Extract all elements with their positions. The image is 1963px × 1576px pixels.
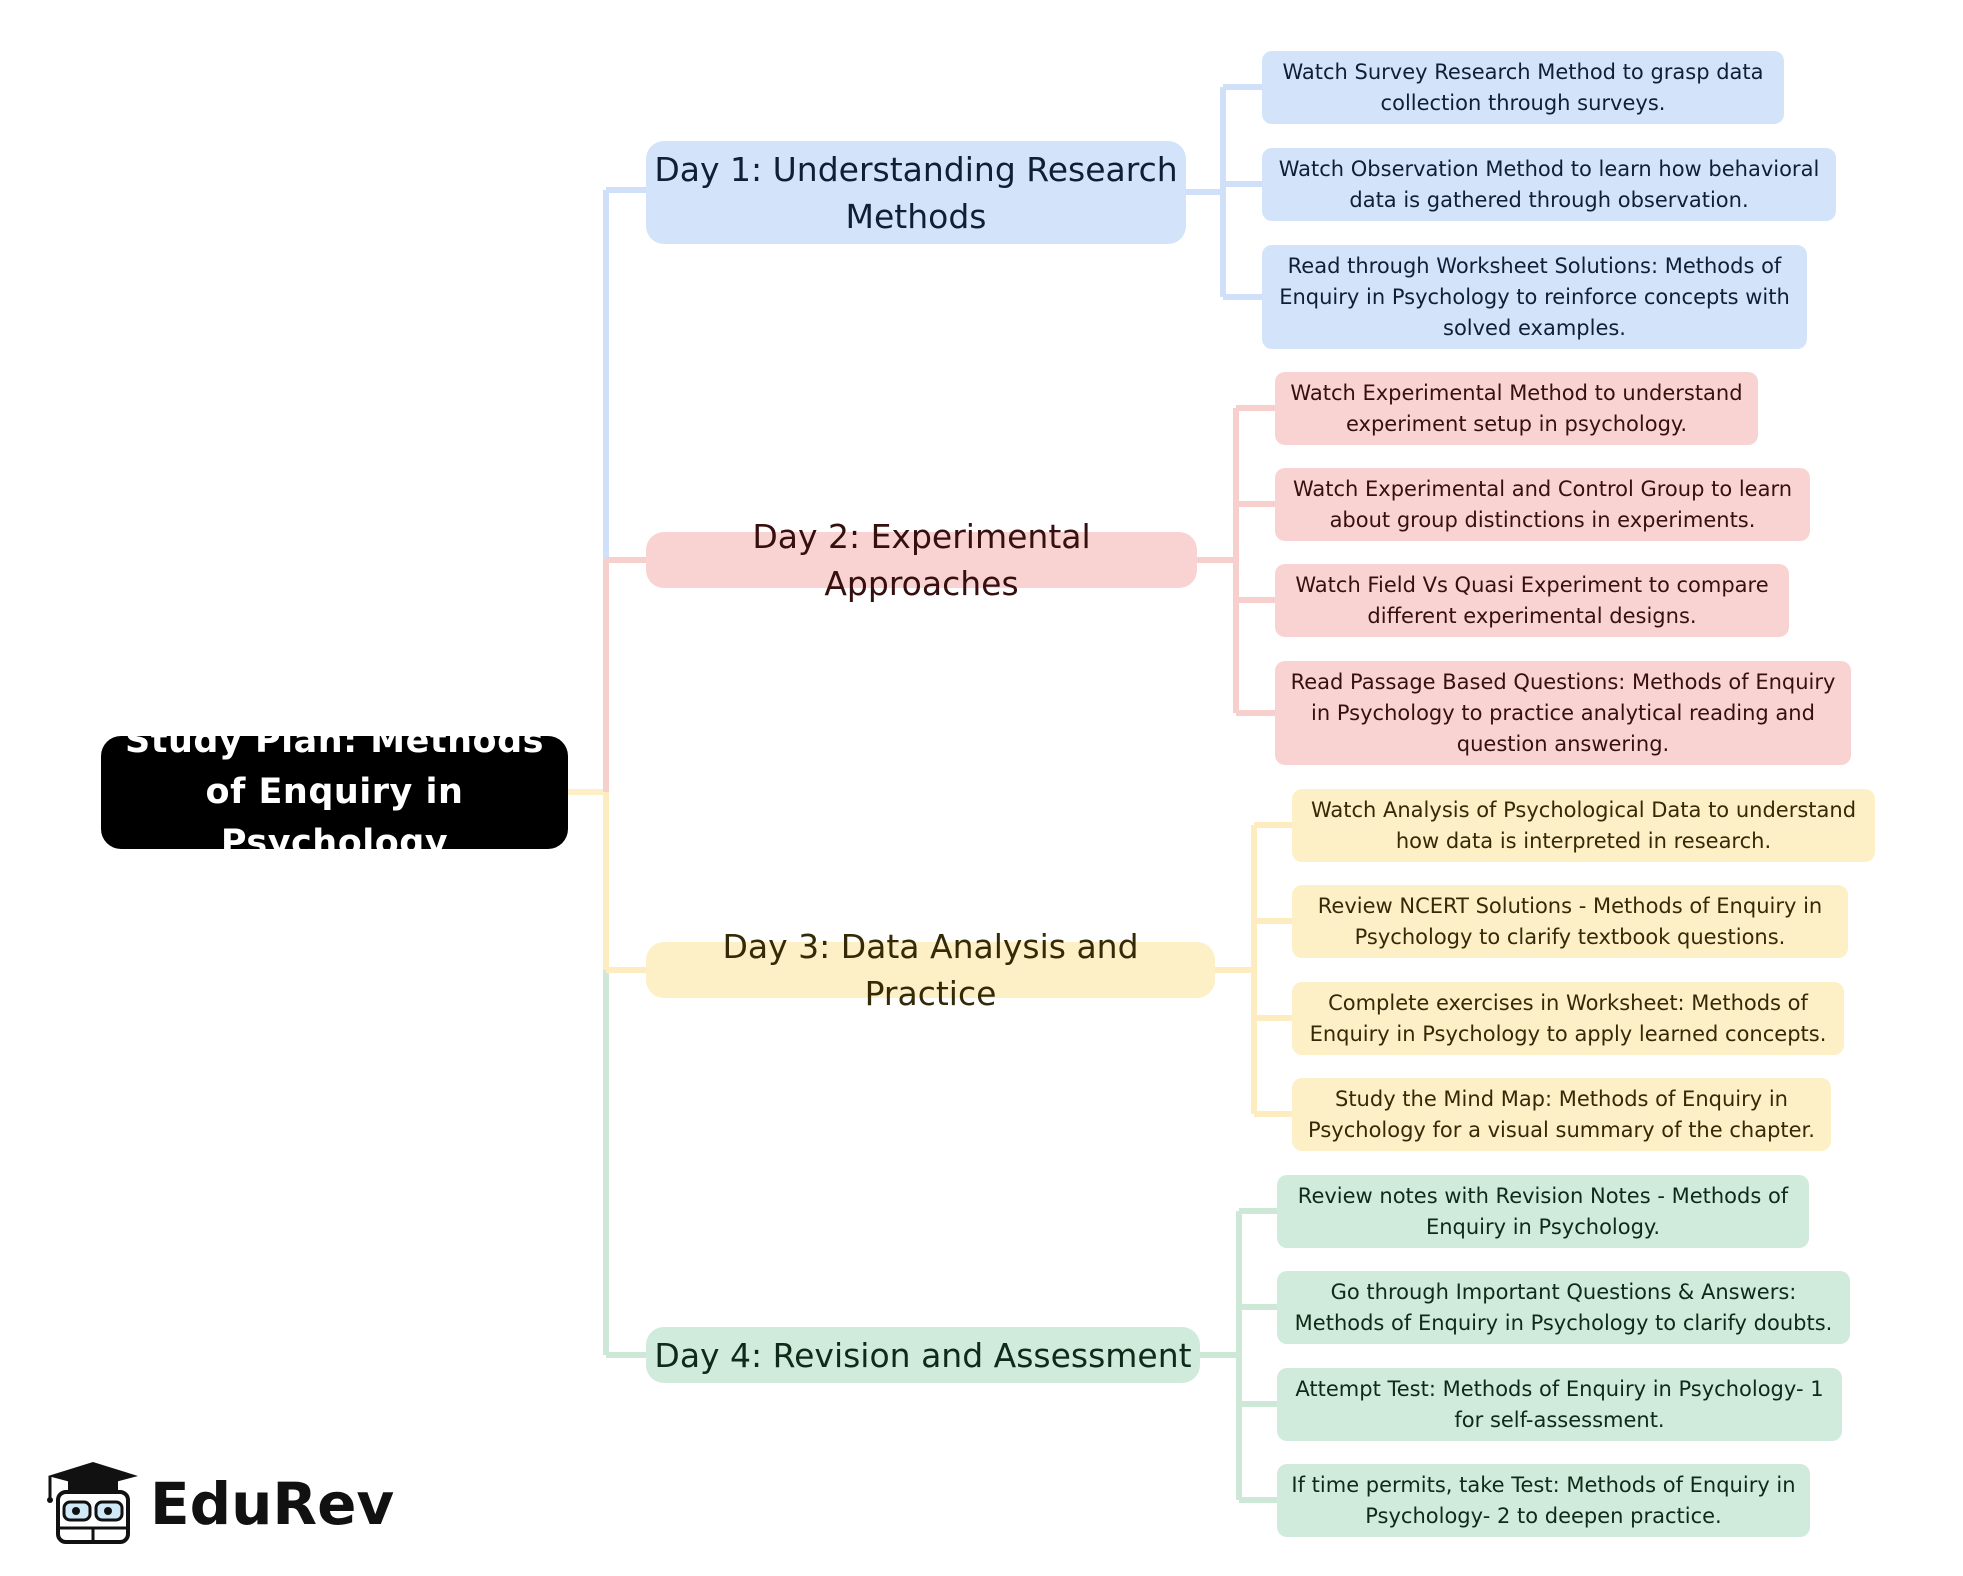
day-2-task-3: Watch Field Vs Quasi Experiment to compa… [1275, 564, 1789, 637]
day-1-task-2: Watch Observation Method to learn how be… [1262, 148, 1836, 221]
day-1-task-1: Watch Survey Research Method to grasp da… [1262, 51, 1784, 124]
day-3-task-1: Watch Analysis of Psychological Data to … [1292, 789, 1875, 862]
day-1-node: Day 1: Understanding Research Methods [646, 141, 1186, 244]
day-4-node: Day 4: Revision and Assessment [646, 1327, 1200, 1383]
day-2-task-2: Watch Experimental and Control Group to … [1275, 468, 1810, 541]
brand-name: EduRev [150, 1470, 395, 1538]
day-2-node: Day 2: Experimental Approaches [646, 517, 1197, 603]
day-3-task-3: Complete exercises in Worksheet: Methods… [1292, 982, 1844, 1055]
day-4-task-4: If time permits, take Test: Methods of E… [1277, 1464, 1810, 1537]
day-2-task-1: Watch Experimental Method to understand … [1275, 372, 1758, 445]
day-1-task-3: Read through Worksheet Solutions: Method… [1262, 245, 1807, 349]
day-3-task-4: Study the Mind Map: Methods of Enquiry i… [1292, 1078, 1831, 1151]
day-4-task-3: Attempt Test: Methods of Enquiry in Psyc… [1277, 1368, 1842, 1441]
day-3-node: Day 3: Data Analysis and Practice [646, 927, 1215, 1013]
day-4-task-1: Review notes with Revision Notes - Metho… [1277, 1175, 1809, 1248]
day-2-task-4: Read Passage Based Questions: Methods of… [1275, 661, 1851, 765]
day-3-task-2: Review NCERT Solutions - Methods of Enqu… [1292, 885, 1848, 958]
day-4-task-2: Go through Important Questions & Answers… [1277, 1271, 1850, 1344]
graduation-cap-mascot-icon [47, 1462, 138, 1544]
root-node: Study Plan: Methods of Enquiry in Psycho… [101, 721, 568, 863]
